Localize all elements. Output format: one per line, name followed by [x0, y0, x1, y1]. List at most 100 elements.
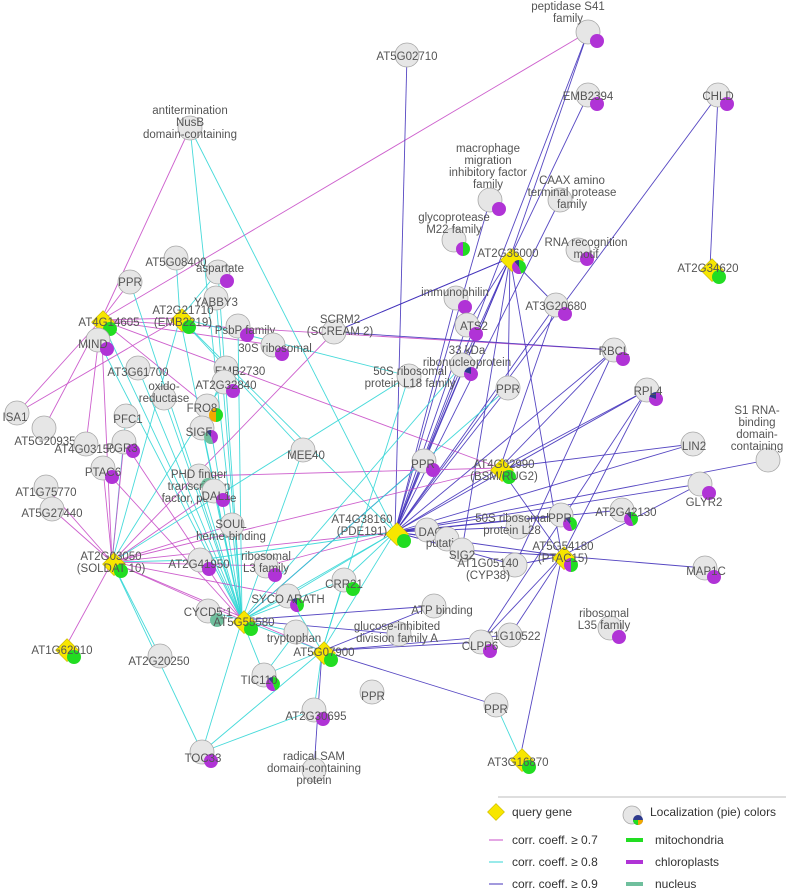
query-gene-node[interactable]: AT2G21710(EMB2219) [152, 305, 214, 334]
gene-node[interactable]: tryptophan [267, 619, 321, 645]
gene-node[interactable]: FRO8 [187, 393, 223, 422]
gene-node[interactable]: GLYR2 [686, 471, 723, 509]
query-gene-node[interactable]: AT1G62010 [31, 638, 93, 664]
gene-node[interactable]: CHLD [702, 82, 734, 111]
gene-node[interactable]: AT2G41950 [168, 547, 230, 576]
query-gene-node[interactable]: AT2G34620 [677, 258, 739, 284]
gene-node[interactable]: MIND [78, 327, 114, 356]
gene-node[interactable]: RPL4 [634, 377, 663, 407]
gene-node[interactable]: CYCD5;1 [184, 598, 233, 627]
gene-node[interactable]: AT3G61700 [107, 355, 169, 381]
gene-label: AT5G27440 [21, 508, 82, 520]
gene-node[interactable]: PFC1 [113, 403, 143, 429]
query-gene-node[interactable]: AT5G54180(PTAC15) [532, 541, 594, 572]
query-gene-node[interactable]: AT2G36000 [477, 248, 539, 274]
query-gene-node[interactable]: AT3G16870 [487, 748, 549, 774]
gene-node[interactable]: SYCO ARATH [251, 583, 325, 612]
gene-node[interactable]: AT2G32840 [195, 369, 257, 398]
query-gene-node[interactable]: AT4G38160(PDE191) [331, 514, 411, 548]
gene-node[interactable]: AT1G10522 [479, 622, 541, 648]
network-edge [217, 271, 243, 621]
gene-node[interactable]: AT2G42130 [595, 497, 657, 526]
gene-node[interactable]: PPR [483, 692, 509, 718]
gene-node[interactable]: AT3G20680 [525, 292, 587, 321]
gene-node[interactable]: MAP1C [686, 555, 726, 584]
gene-node[interactable]: AT2G30695 [285, 697, 347, 726]
gene-node[interactable]: AT5G02710 [376, 42, 438, 68]
gene-node[interactable]: AT5G27440 [21, 496, 83, 522]
gene-node[interactable]: 30S ribosomal [238, 332, 312, 361]
network-edge [394, 297, 457, 533]
gene-node[interactable]: EMB2394 [563, 82, 614, 111]
gene-node[interactable]: AT4G03150 [54, 431, 116, 457]
network-edge [102, 467, 113, 563]
legend-nucleus: nucleus [655, 877, 696, 891]
gene-node[interactable]: PPR [548, 502, 578, 531]
localization-pie-icon [397, 534, 411, 548]
gene-node[interactable]: TIC110 [241, 662, 280, 691]
gene-node[interactable]: PTAC6 [85, 455, 121, 484]
gene-node[interactable]: CLPP6 [462, 629, 498, 658]
gene-label: AT4G03150 [54, 444, 115, 456]
gene-node[interactable]: PsbP family [215, 313, 276, 342]
network-edge [709, 94, 719, 269]
gene-node[interactable]: PPR [495, 375, 521, 401]
localization-pie-icon [469, 327, 483, 341]
gene-node[interactable]: AT2G20250 [128, 643, 190, 669]
gene-circle-icon [290, 437, 316, 463]
gene-node[interactable]: DAL1 [201, 478, 231, 507]
gene-node[interactable]: PPR [117, 269, 143, 295]
gene-node[interactable]: PGR3 [106, 429, 140, 458]
gene-node[interactable]: aspartate [196, 259, 244, 288]
gene-node[interactable]: PPR [411, 448, 440, 477]
gene-node[interactable]: SIG2 [449, 537, 475, 563]
gene-node[interactable]: ISA1 [3, 400, 30, 426]
localization-pie-icon [275, 347, 289, 361]
gene-node[interactable]: oxido-reductase [139, 381, 190, 411]
query-gene-node[interactable]: AT5G55580 [213, 610, 275, 636]
query-gene-node[interactable]: AT4G02990(BSM/RUG2) [470, 458, 538, 484]
network-edge [561, 555, 706, 569]
gene-node[interactable]: SIGF [186, 415, 219, 444]
gene-node[interactable]: DAG [414, 517, 444, 543]
gene-node[interactable]: ATP binding [411, 593, 473, 619]
gene-node[interactable]: ATS2 [454, 312, 488, 341]
query-gene-node[interactable]: AT4G14605 [78, 310, 140, 336]
gene-node[interactable]: AT1G05140(CYP38) [457, 552, 528, 582]
gene-node[interactable]: LIN2 [680, 431, 706, 457]
network-edge [189, 127, 396, 533]
gene-node[interactable]: AT5G08400 [145, 245, 207, 271]
gene-node[interactable]: PPR [359, 679, 385, 705]
gene-label-line: AT2G20250 [128, 656, 189, 668]
query-gene-node[interactable]: AT2G03050(SOLDAT 10) [77, 551, 146, 578]
gene-node[interactable]: SCRM2(SCREAM 2) [307, 314, 374, 345]
gene-node[interactable]: MEE40 [287, 437, 325, 463]
gene-label-line: SYCO ARATH [251, 594, 324, 606]
network-edge [198, 467, 501, 477]
gene-node[interactable]: RBCL [599, 337, 630, 366]
gene-node[interactable]: YABBY3 [194, 285, 238, 311]
gene-node[interactable]: immunophilin [421, 285, 489, 314]
gene-node[interactable]: AT5G20935 [14, 415, 76, 448]
gene-node[interactable]: TOC33 [185, 739, 222, 768]
gene-node[interactable]: CRR21 [325, 567, 363, 596]
legend: query gene corr. coeff. ≥ 0.7 corr. coef… [487, 796, 786, 891]
network-edge [321, 650, 497, 706]
query-gene-node[interactable]: AT5G07900 [293, 641, 355, 667]
gene-node[interactable]: AT1G75770 [15, 474, 77, 500]
